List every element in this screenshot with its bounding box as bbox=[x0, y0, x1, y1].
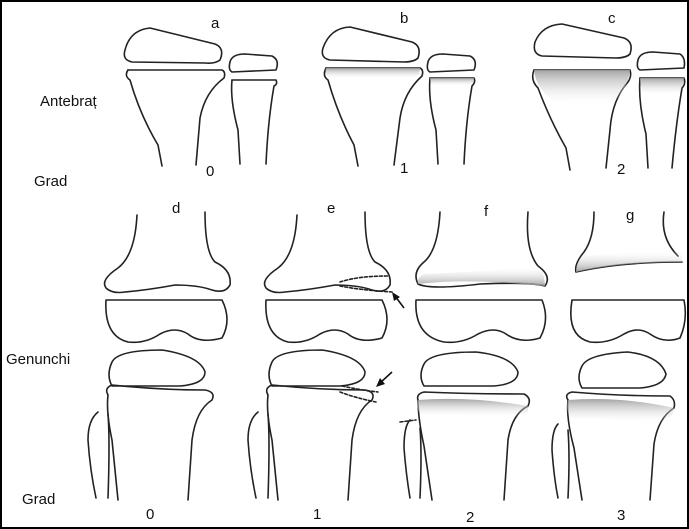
arrow-icon bbox=[376, 372, 392, 387]
physis-shading bbox=[326, 68, 685, 424]
grade-label-g: 3 bbox=[617, 508, 625, 523]
grade-label-f: 2 bbox=[466, 510, 474, 525]
grade-label-e: 1 bbox=[313, 507, 321, 522]
panel-letter-c: c bbox=[608, 11, 616, 26]
panel-letter-b: b bbox=[400, 11, 408, 26]
arrow-icon bbox=[392, 292, 404, 308]
grade-label-d: 0 bbox=[146, 507, 154, 522]
panel-letter-e: e bbox=[327, 201, 335, 216]
knee-panel-d bbox=[88, 212, 230, 500]
panel-letter-d: d bbox=[172, 201, 180, 216]
scale-label-forearm: Grad bbox=[34, 174, 67, 189]
grade-label-c: 2 bbox=[617, 162, 625, 177]
knee-panel-f bbox=[400, 212, 547, 500]
scale-label-knee: Grad bbox=[22, 492, 55, 507]
region-label-forearm: Antebraț bbox=[40, 94, 97, 109]
region-label-knee: Genunchi bbox=[6, 352, 70, 367]
panel-letter-g: g bbox=[626, 208, 634, 223]
forearm-panel-a bbox=[124, 28, 277, 166]
knee-panel-e bbox=[248, 212, 392, 500]
grade-label-a: 0 bbox=[206, 164, 214, 179]
grade-label-b: 1 bbox=[400, 161, 408, 176]
panel-letter-a: a bbox=[211, 16, 219, 31]
panel-letter-f: f bbox=[484, 204, 488, 219]
forearm-panel-b bbox=[322, 27, 475, 166]
